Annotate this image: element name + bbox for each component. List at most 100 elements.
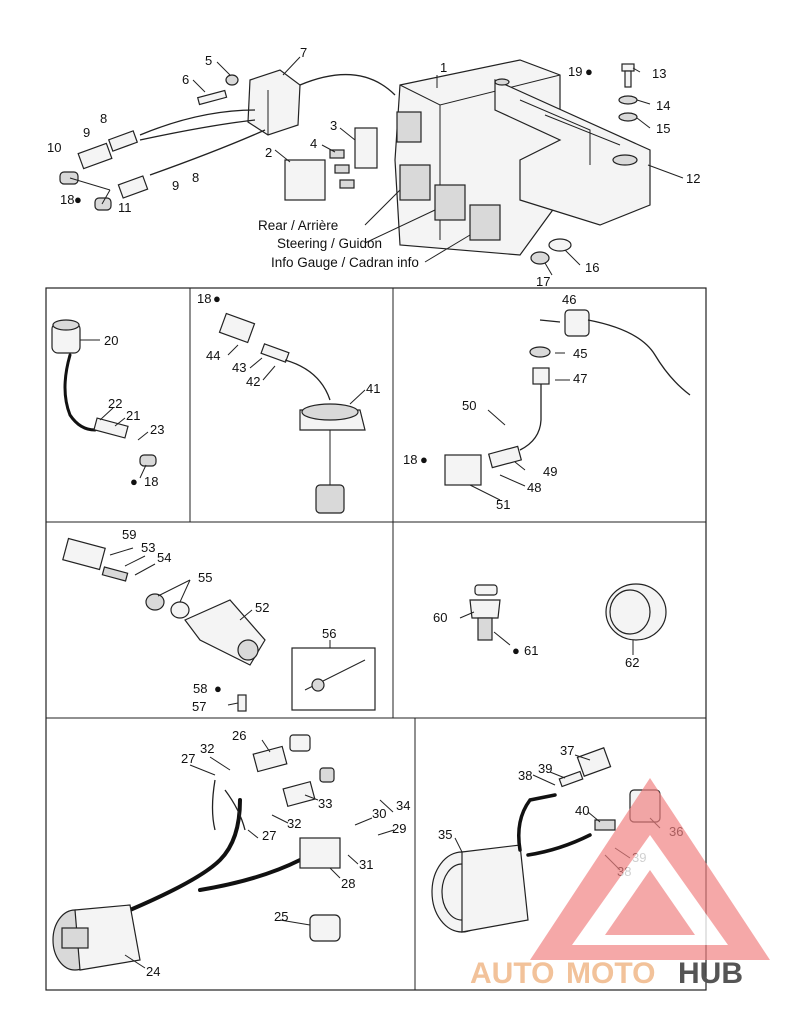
plug-23 <box>139 454 157 467</box>
part-number-13: 13 <box>652 66 666 81</box>
part-number-2: 2 <box>265 145 272 160</box>
connector-26 <box>252 745 288 773</box>
fuse-holder-2 <box>284 159 326 201</box>
part-number-38a: 38 <box>518 768 532 783</box>
connector-steering <box>434 184 466 221</box>
screw-57 <box>237 694 247 712</box>
part-number-44: 44 <box>206 348 220 363</box>
part-number-9b: 9 <box>172 178 179 193</box>
part-number-8b: 8 <box>192 170 199 185</box>
plug-18 <box>59 171 79 185</box>
part-number-26: 26 <box>232 728 246 743</box>
watermark-text-auto: AUTO <box>470 957 554 990</box>
part-number-7: 7 <box>300 45 307 60</box>
plug-11 <box>94 197 112 211</box>
part-number-28: 28 <box>341 876 355 891</box>
connector-9a <box>107 130 139 152</box>
connector-rear <box>399 164 431 201</box>
part-number-30: 30 <box>372 806 386 821</box>
part-number-12: 12 <box>686 171 700 186</box>
sensor-46 <box>564 309 590 337</box>
connector-44 <box>218 312 256 344</box>
part-number-34: 34 <box>396 798 410 813</box>
terminal-43 <box>260 343 290 363</box>
part-number-45: 45 <box>573 346 587 361</box>
gauge-24-display <box>61 927 89 949</box>
part-number-24: 24 <box>146 964 160 979</box>
drop-icon: ● <box>585 64 593 79</box>
panel-a-sensor <box>51 319 157 479</box>
part-number-58: 58 <box>193 681 207 696</box>
connector-33 <box>282 780 316 808</box>
part-number-39a: 39 <box>538 761 552 776</box>
panel-b-fuel-sender <box>218 312 366 514</box>
part-number-27a: 27 <box>181 751 195 766</box>
grommet-55b <box>170 601 190 619</box>
part-number-18b: 18 <box>144 474 158 489</box>
screw-6 <box>196 89 228 106</box>
part-number-54: 54 <box>157 550 171 565</box>
watermark-text-hub: HUB <box>678 957 743 990</box>
terminal-53 <box>101 566 129 582</box>
part-number-57: 57 <box>192 699 206 714</box>
part-number-18c: 18 <box>197 291 211 306</box>
nut-17 <box>530 251 550 265</box>
plug-26 <box>289 734 311 752</box>
sensor-60-head <box>474 584 498 596</box>
part-number-10: 10 <box>47 140 61 155</box>
panel-e-temp-sensor <box>459 583 667 655</box>
part-number-32b: 32 <box>287 816 301 831</box>
part-number-40: 40 <box>575 803 589 818</box>
drop-icon: ● <box>420 452 428 467</box>
connector-9b <box>117 175 149 199</box>
part-number-43: 43 <box>232 360 246 375</box>
bezel-62 <box>605 583 667 641</box>
part-number-4: 4 <box>310 136 317 151</box>
coiled-wire <box>587 319 691 396</box>
label-info-gauge: Info Gauge / Cadran info <box>271 255 419 270</box>
washer-15 <box>618 112 638 122</box>
bracket-hole <box>494 78 510 86</box>
part-number-62: 62 <box>625 655 639 670</box>
connector-59 <box>62 537 106 571</box>
terminal-48 <box>487 445 523 469</box>
part-number-27b: 27 <box>262 828 276 843</box>
harness-main <box>128 798 242 912</box>
part-number-15: 15 <box>656 121 670 136</box>
part-number-56: 56 <box>322 626 336 641</box>
fuse-block <box>396 111 422 143</box>
part-number-18d: 18 <box>403 452 417 467</box>
label-steering: Steering / Guidon <box>277 236 382 251</box>
sensor-body-47 <box>532 367 550 385</box>
part-number-8a: 8 <box>100 111 107 126</box>
top-leaders <box>192 56 684 276</box>
part-number-11: 11 <box>118 200 132 215</box>
drop-icon: ● <box>512 643 520 658</box>
part-number-22: 22 <box>108 396 122 411</box>
panel-f-info-gauge <box>52 734 395 971</box>
part-number-3: 3 <box>330 118 337 133</box>
panel-grid <box>45 287 707 991</box>
part-number-20: 20 <box>104 333 118 348</box>
washer-16 <box>548 238 572 252</box>
part-number-35: 35 <box>438 827 452 842</box>
connector-10 <box>77 142 113 170</box>
part-number-49: 49 <box>543 464 557 479</box>
part-number-47: 47 <box>573 371 587 386</box>
part-number-25: 25 <box>274 909 288 924</box>
part-number-9a: 9 <box>83 125 90 140</box>
connector-info <box>469 204 501 241</box>
part-number-33: 33 <box>318 796 332 811</box>
part-number-1: 1 <box>440 60 447 75</box>
float <box>315 484 345 514</box>
grommet-55a <box>145 593 165 611</box>
part-number-52: 52 <box>255 600 269 615</box>
part-number-32a: 32 <box>200 741 214 756</box>
sensor-60-thread <box>477 617 493 641</box>
part-number-55: 55 <box>198 570 212 585</box>
inset-box-56 <box>291 647 376 711</box>
part-number-5: 5 <box>205 53 212 68</box>
drop-icon: ● <box>213 291 221 306</box>
part-number-48: 48 <box>527 480 541 495</box>
